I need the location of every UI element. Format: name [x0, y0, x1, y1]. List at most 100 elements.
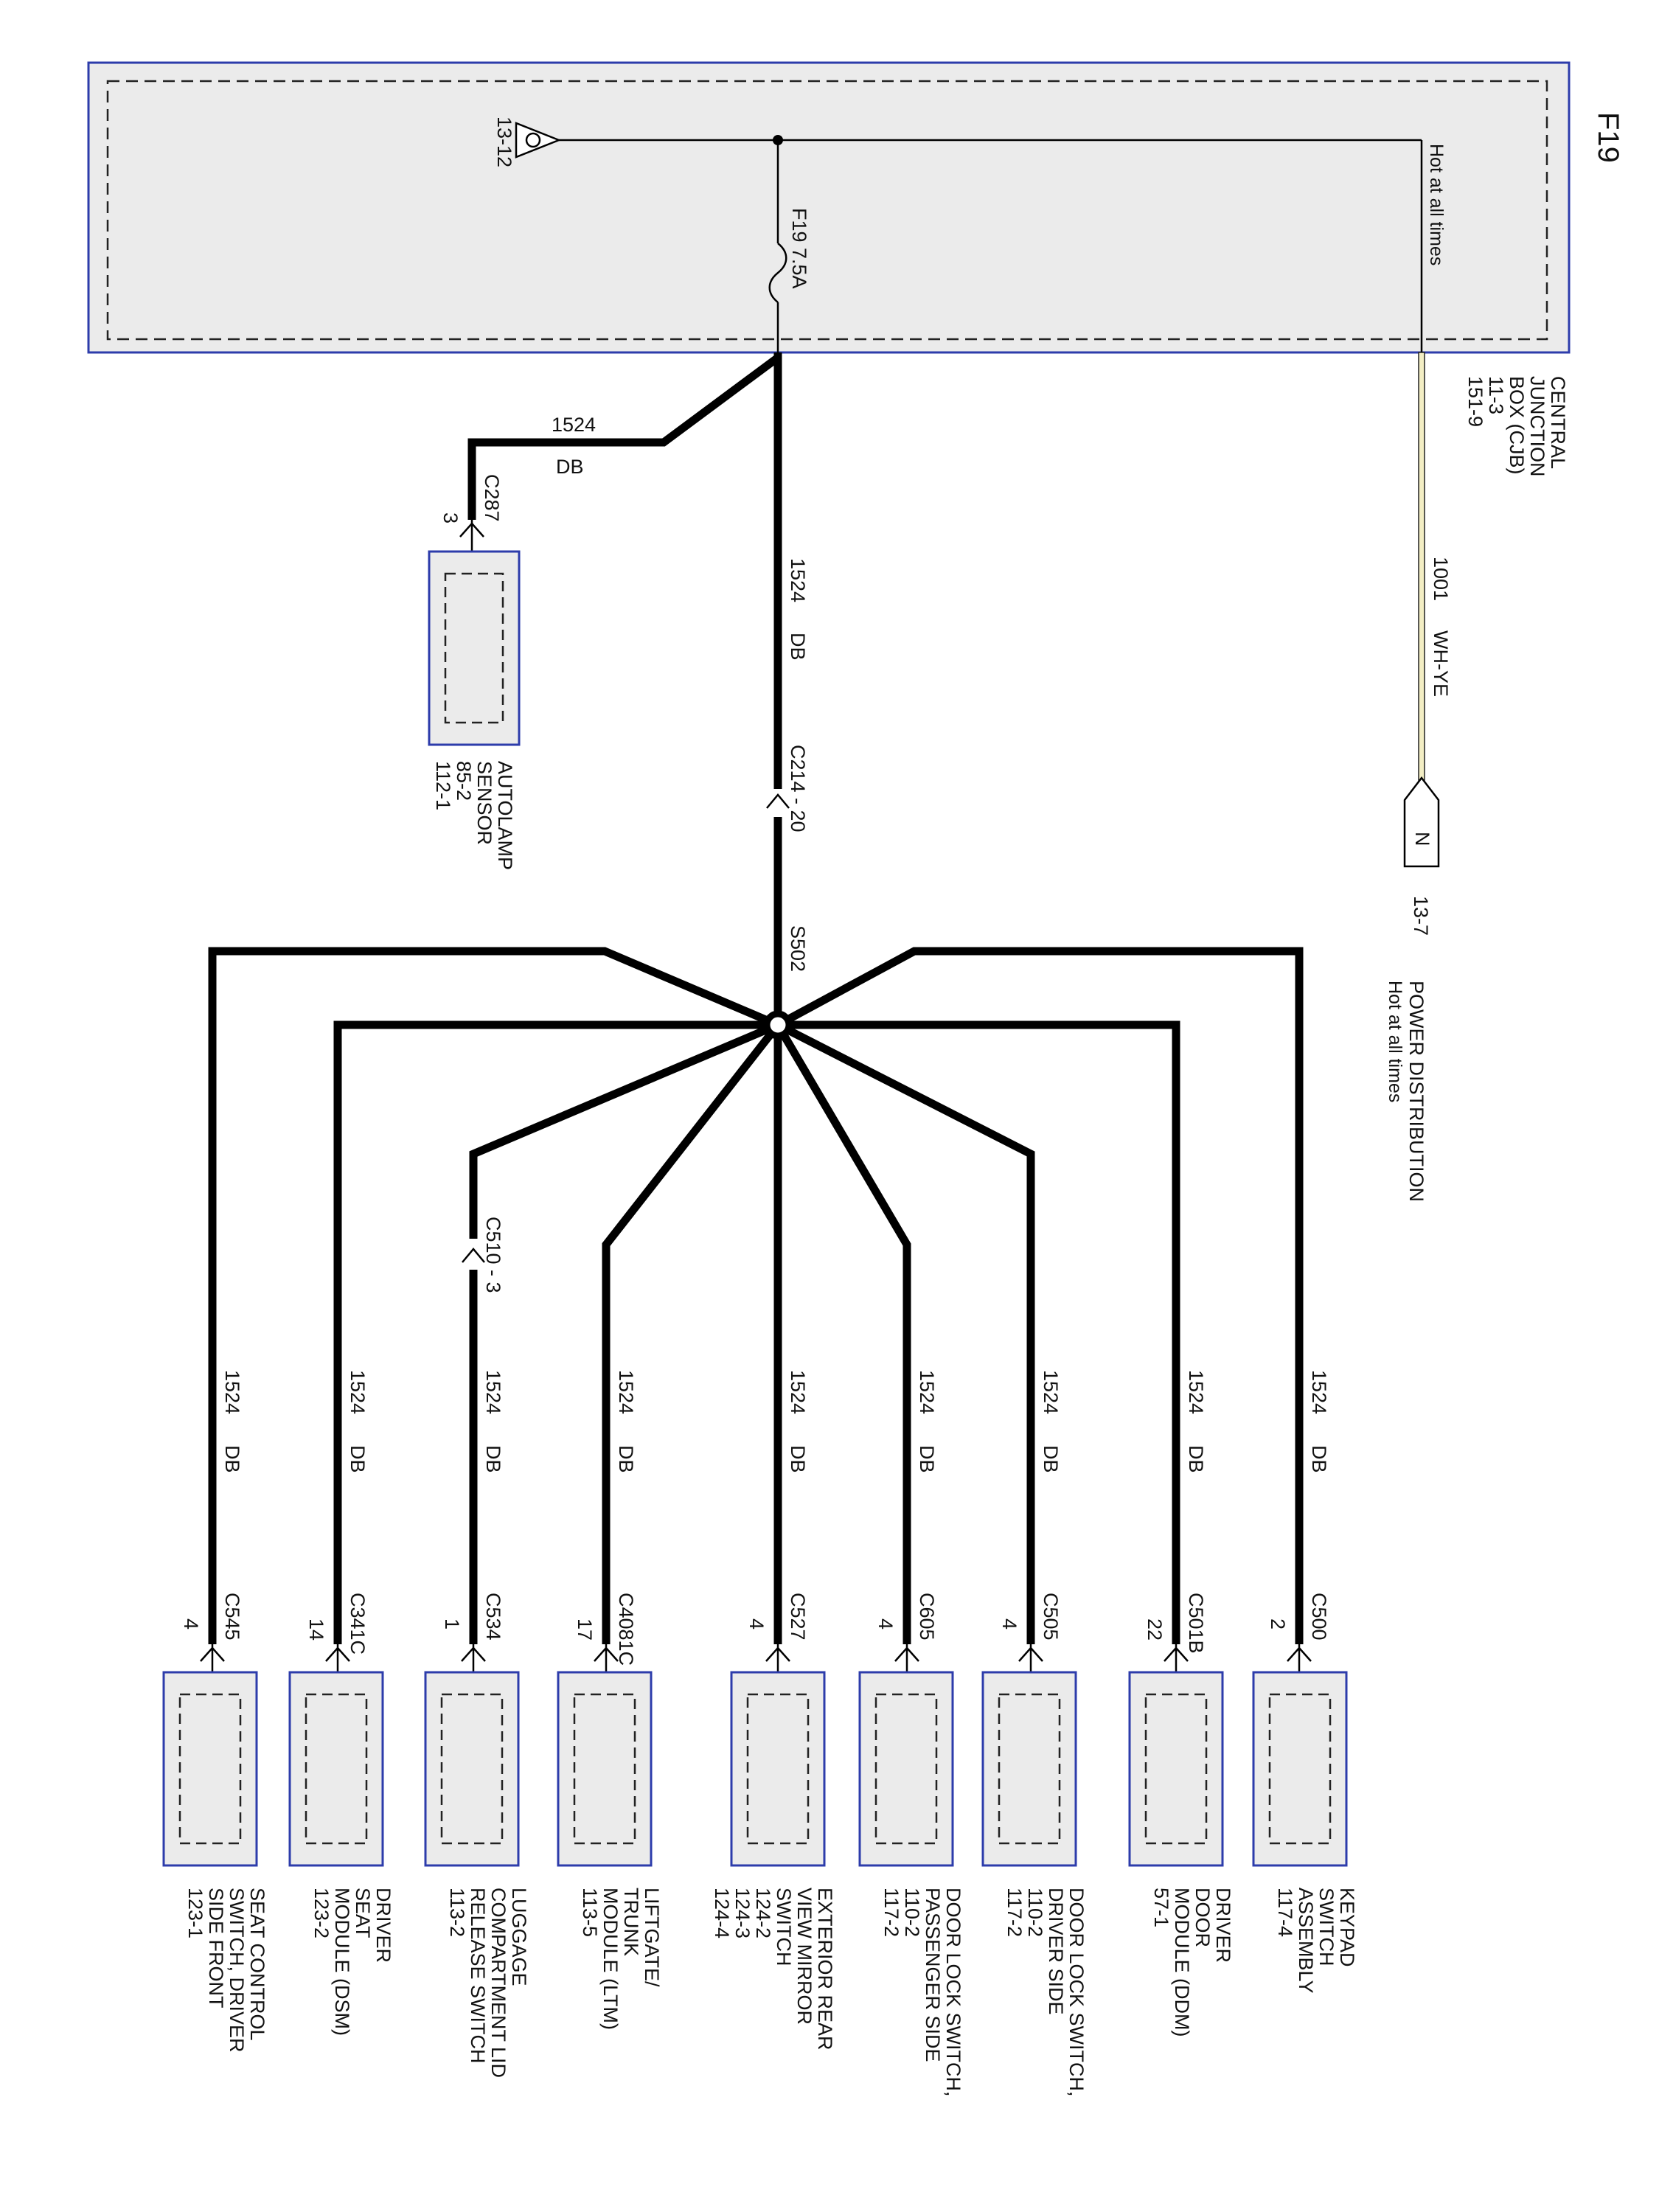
component-box-inner	[440, 1693, 504, 1845]
autolamp-sensor-name: AUTOLAMP SENSOR 85-2 112-1	[432, 761, 516, 870]
branch-connector-pin: 4	[874, 1618, 897, 1630]
branch-connector-pin: 17	[574, 1618, 596, 1641]
branch-connector-pin: 4	[180, 1618, 202, 1630]
component-name-line: DOOR LOCK SWITCH,	[942, 1888, 964, 2097]
feed-wire-color: WH-YE	[1430, 630, 1452, 697]
feed-wire-1001	[1418, 352, 1425, 781]
component-box	[424, 1671, 520, 1867]
component-box-inner	[874, 1693, 938, 1845]
component-name-line: RELEASE SWITCH	[467, 1888, 489, 2064]
inline-connector-c214-icon	[766, 793, 790, 809]
branch-wire-circuit: 1524	[347, 1370, 369, 1414]
component-name-line: SWITCH, DRIVER	[226, 1888, 248, 2053]
branch-connector-pin: 2	[1267, 1618, 1289, 1630]
ground-reference-inner-icon	[525, 132, 541, 148]
branch-wire-color: DB	[1185, 1445, 1207, 1473]
autolamp-sensor-name-line: 85-2	[453, 761, 475, 801]
component-name-line: 123-2	[310, 1888, 333, 1938]
autolamp-sensor-name-line: 112-1	[432, 761, 454, 810]
component-name-line: 117-2	[1004, 1888, 1026, 1937]
feed-connector-letter: N	[1411, 832, 1433, 846]
autolamp-sensor-inner	[444, 572, 504, 724]
component-name-line: SWITCH	[773, 1888, 795, 1966]
component-name-line: DOOR LOCK SWITCH,	[1065, 1888, 1088, 2097]
branch-connector-pin: 1	[441, 1618, 463, 1630]
component-name-line: 124-4	[711, 1888, 733, 1938]
branch-wire-color: DB	[482, 1445, 504, 1473]
branch-connector-pin: 4	[745, 1618, 768, 1630]
component-name-line: PASSENGER SIDE	[922, 1888, 944, 2062]
component-name-line: LUGGAGE	[508, 1888, 530, 1986]
cjb-name: CENTRAL JUNCTION BOX (CJB) 11-3 151-9	[1464, 376, 1569, 477]
component-box-inner	[998, 1693, 1061, 1845]
autolamp-wire-circuit: 1524	[552, 414, 596, 436]
component-name-line: MODULE (DSM)	[331, 1888, 353, 2036]
component-name-line: 113-5	[579, 1888, 601, 1937]
branch-wire-circuit: 1524	[916, 1370, 938, 1414]
branch-connector-pin: 22	[1144, 1618, 1166, 1641]
component-name-line: EXTERIOR REAR	[814, 1888, 836, 2051]
branch-wire-circuit: 1524	[482, 1370, 504, 1414]
component-name-line: LIFTGATE/	[641, 1888, 663, 1987]
splice-s502-icon	[763, 1010, 793, 1040]
branch-connector-label: C500	[1308, 1593, 1330, 1641]
branch-wire-c500	[776, 947, 1304, 1644]
branch-connector-label: C605	[916, 1593, 938, 1641]
autolamp-pin: 3	[439, 512, 462, 524]
branch-wire-circuit: 1524	[787, 1370, 809, 1414]
feed-connector-ref: 13-7	[1410, 896, 1432, 936]
branch-connector-label: C527	[787, 1593, 809, 1641]
cjb-outline	[87, 61, 1571, 354]
autolamp-wire-color: DB	[556, 456, 584, 478]
cjb-inner-outline	[106, 80, 1548, 341]
component-box	[981, 1671, 1077, 1867]
branch-wire-c605	[774, 1023, 911, 1644]
branch-connector-label: C341C	[347, 1593, 369, 1655]
main-wire-circuit: 1524	[787, 558, 809, 602]
component-name-line: COMPARTMENT LID	[487, 1888, 509, 2078]
feed-wire-circuit: 1001	[1430, 557, 1452, 601]
component-name-line: 123-1	[184, 1888, 206, 1938]
component-box-inner	[746, 1693, 810, 1845]
fuse-label: F19 7.5A	[788, 208, 810, 289]
power-distribution-sub: Hot at all times	[1385, 981, 1405, 1102]
feed-connector-icon	[1403, 776, 1440, 868]
main-wire-color: DB	[787, 633, 809, 661]
component-box-inner	[178, 1693, 242, 1845]
component-name-line: VIEW MIRROR	[793, 1888, 815, 2025]
component-box	[1128, 1671, 1224, 1867]
component-name-line: 124-2	[752, 1888, 774, 1938]
component-name-line: DOOR	[1192, 1888, 1214, 1947]
component-name-line: 110-2	[1024, 1888, 1046, 1937]
branch-wire-circuit: 1524	[221, 1370, 243, 1414]
component-name-line: SWITCH	[1315, 1888, 1338, 1966]
cjb-name-line: 151-9	[1464, 376, 1486, 427]
branch-connector-label: C545	[221, 1593, 243, 1641]
component-name-line: 117-4	[1274, 1888, 1296, 1937]
autolamp-sensor-name-line: AUTOLAMP	[494, 761, 516, 870]
branch-connector-pin: 14	[305, 1618, 327, 1641]
branch-wire-color: DB	[1308, 1445, 1330, 1473]
component-name-line: SEAT	[352, 1888, 374, 1938]
branch-connector-label: C505	[1040, 1593, 1062, 1641]
component-box-inner	[1144, 1693, 1208, 1845]
branch-wire-c4081c	[602, 1022, 782, 1644]
branch-wire-c534	[469, 1020, 780, 1239]
component-name-line: 113-2	[446, 1888, 468, 1937]
branch-wire-circuit: 1524	[615, 1370, 637, 1414]
component-name-line: 124-3	[731, 1888, 754, 1938]
component-name-line: DRIVER SIDE	[1045, 1888, 1067, 2015]
inline-connector-label: C510 - 3	[482, 1217, 504, 1293]
ground-reference-label: 13-12	[493, 116, 515, 167]
cjb-name-line: CENTRAL	[1547, 376, 1569, 469]
component-box	[858, 1671, 954, 1867]
component-box	[1252, 1671, 1348, 1867]
component-box	[557, 1671, 653, 1867]
component-name-line: TRUNK	[620, 1888, 642, 1956]
component-name-line: DRIVER	[372, 1888, 394, 1963]
inline-connector-icon	[462, 1248, 485, 1263]
branch-wire-circuit: 1524	[1185, 1370, 1207, 1414]
component-box	[288, 1671, 384, 1867]
